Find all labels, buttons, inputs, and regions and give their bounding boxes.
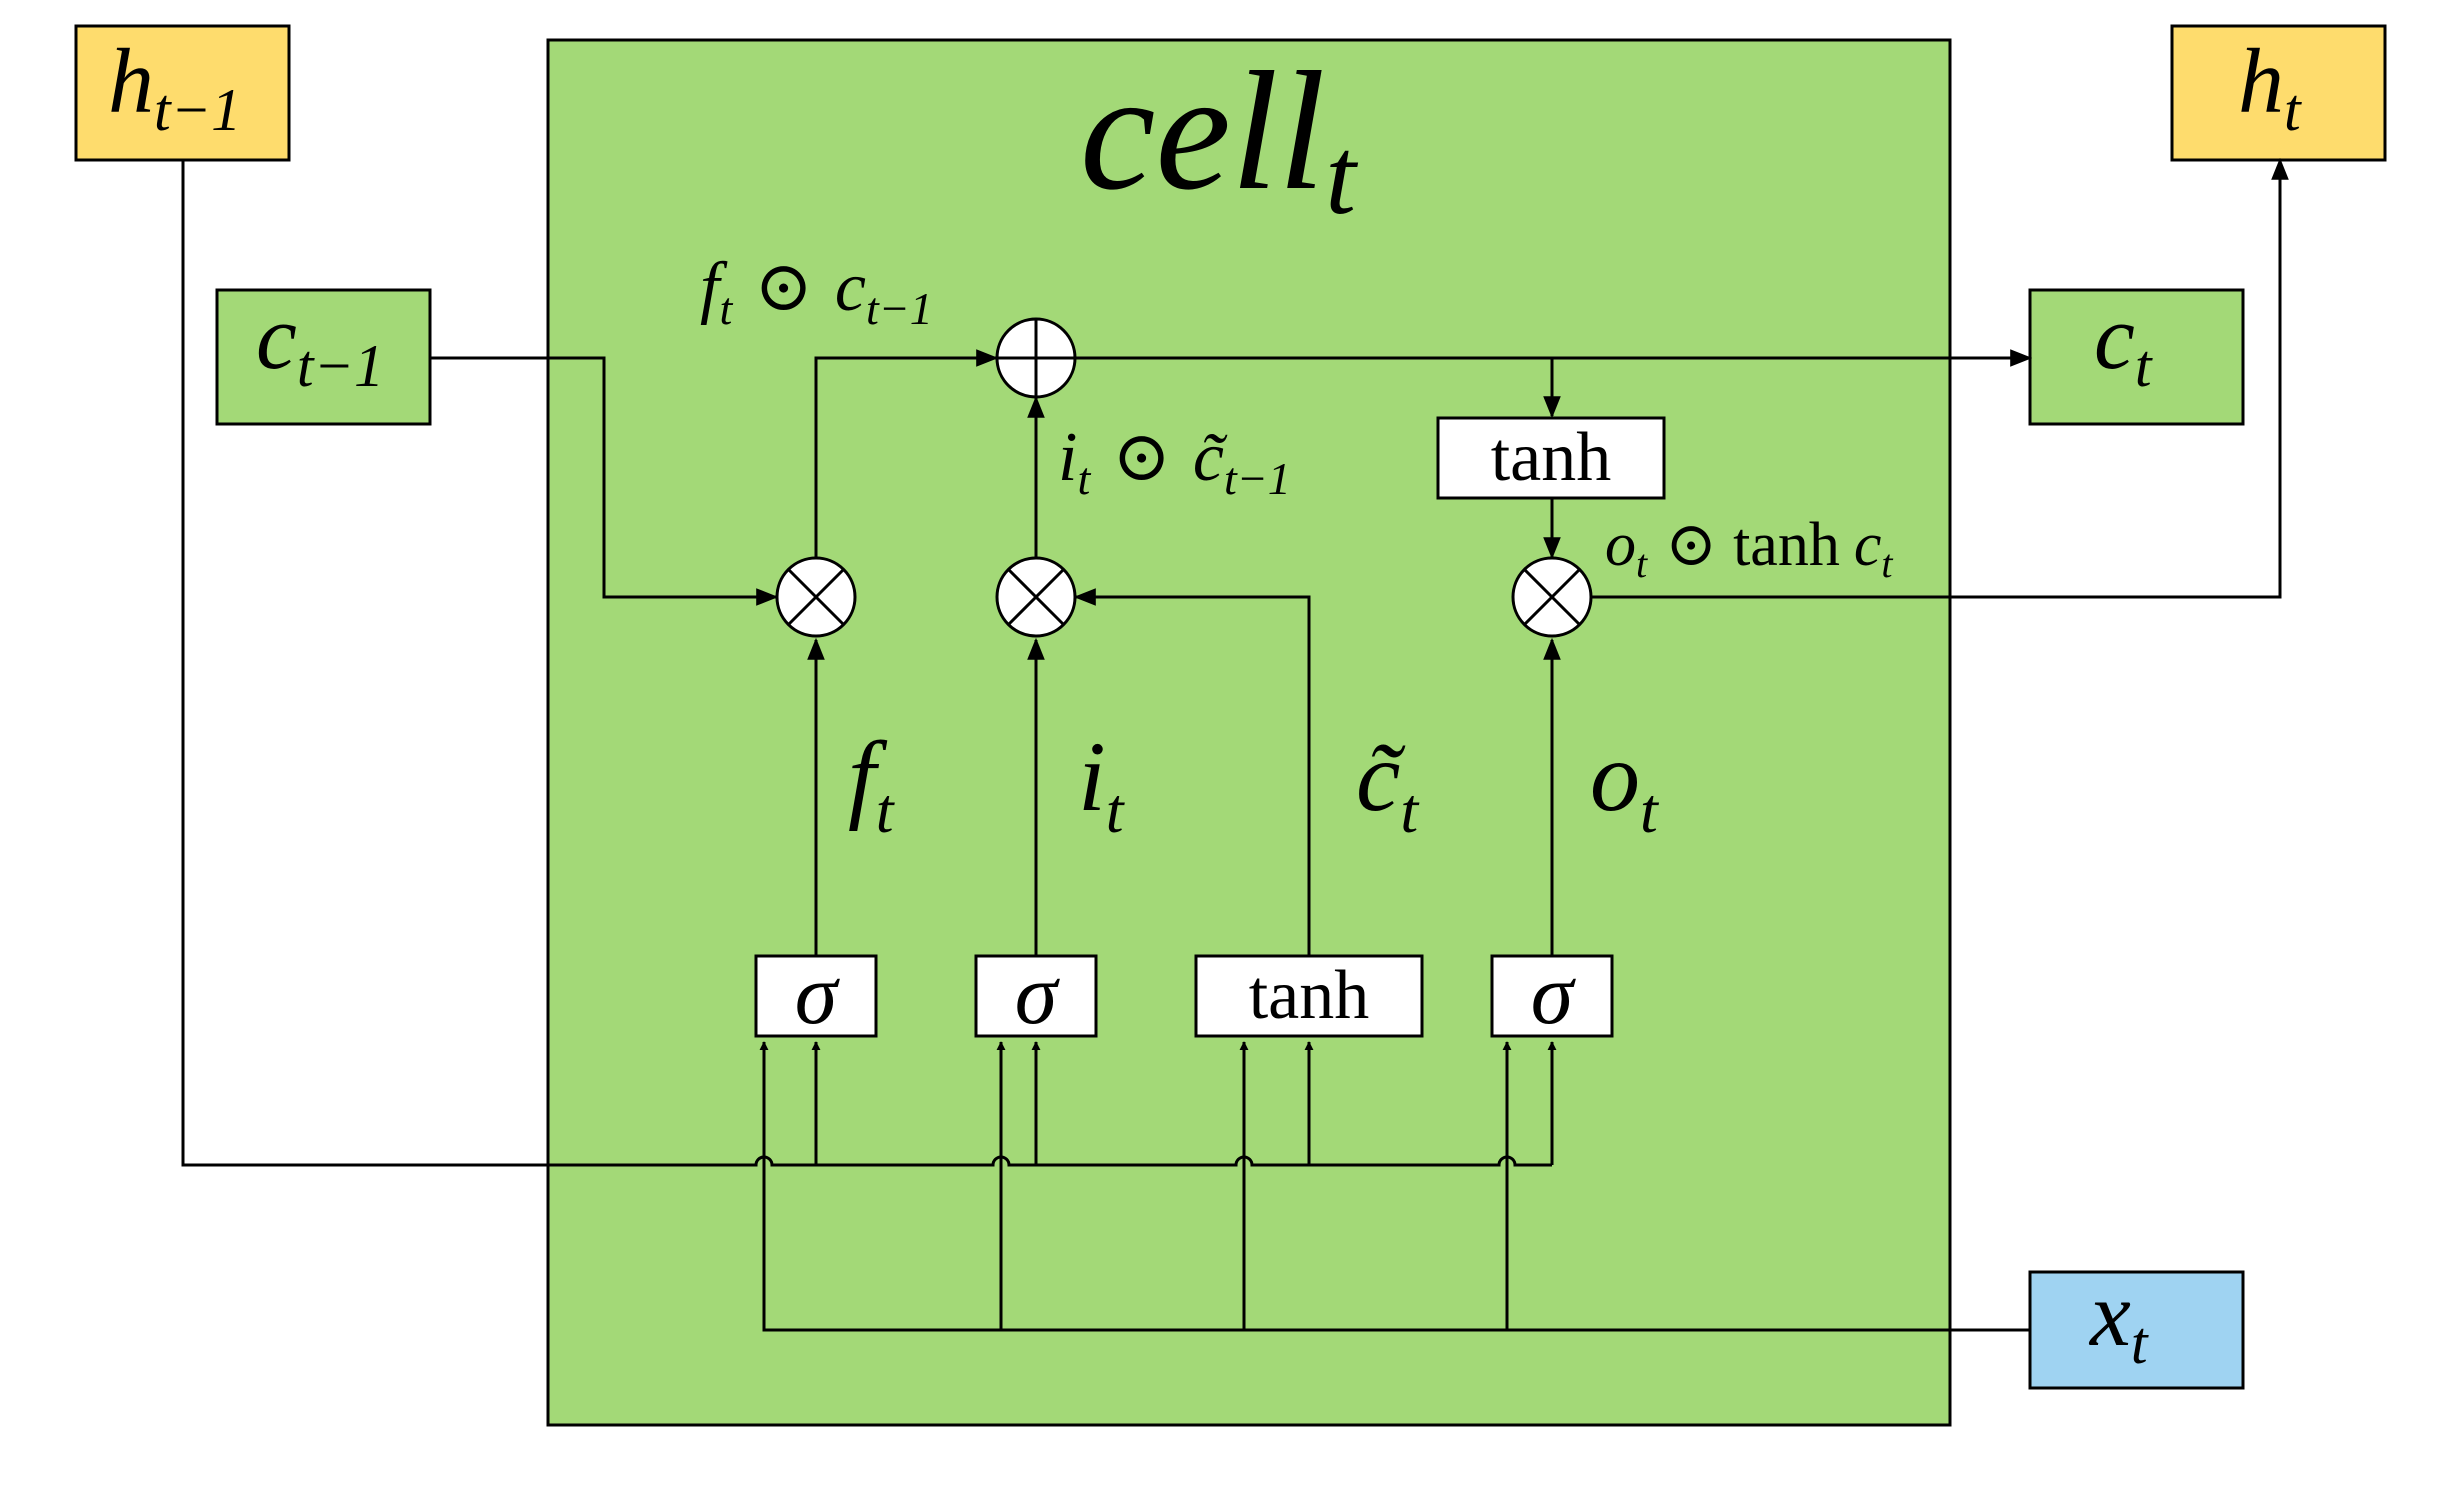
x-t-box: xt	[2028, 1263, 2245, 1390]
forget-multiply-op	[775, 556, 857, 638]
h-prev-box: ht−1	[74, 24, 291, 162]
svg-text:tanh: tanh	[1491, 419, 1612, 496]
c-tilde-line	[1073, 588, 1311, 956]
svg-text:ct−1: ct−1	[256, 286, 384, 399]
label-i-dot-c-tilde: it⊙c̃t−1	[1058, 419, 1291, 504]
svg-text:σ: σ	[795, 946, 841, 1042]
forget-gate-box: σ	[754, 946, 878, 1042]
h-t-line	[1592, 157, 2289, 599]
h-t-box: ht	[2170, 24, 2387, 162]
output-gate-box: σ	[1490, 946, 1614, 1042]
label-f-dot-c: ft⊙ct−1	[700, 249, 933, 334]
input-gate-box: σ	[974, 946, 1098, 1042]
svg-text:σ: σ	[1531, 946, 1577, 1042]
x-t-line	[759, 1041, 2030, 1332]
candidate-gate-box: tanh	[1194, 954, 1424, 1038]
cell-block	[546, 38, 1952, 1427]
input-multiply-op	[995, 556, 1077, 638]
connections	[181, 157, 2289, 1332]
cell-tanh-box: tanh	[1436, 416, 1666, 500]
label-f-t: ft	[848, 721, 896, 846]
label-o-t: ot	[1590, 721, 1660, 846]
svg-text:xt: xt	[2088, 1263, 2149, 1376]
svg-text:tanh: tanh	[1249, 957, 1370, 1034]
c-prev-line	[430, 356, 779, 606]
h-prev-line	[181, 160, 1552, 1167]
svg-text:ht: ht	[2238, 30, 2302, 143]
cell-title: cellt	[1080, 37, 1358, 237]
cell-add-op	[995, 317, 1077, 399]
c-t-box: ct	[2028, 286, 2245, 426]
output-multiply-op	[1511, 556, 1593, 638]
svg-text:ct: ct	[2094, 286, 2153, 399]
svg-text:σ: σ	[1015, 946, 1061, 1042]
label-c-tilde-t: c̃t	[1356, 721, 1420, 846]
label-i-t: it	[1078, 721, 1126, 846]
fc-line	[814, 349, 999, 557]
c-prev-box: ct−1	[215, 286, 432, 426]
svg-text:ht−1: ht−1	[108, 30, 241, 143]
